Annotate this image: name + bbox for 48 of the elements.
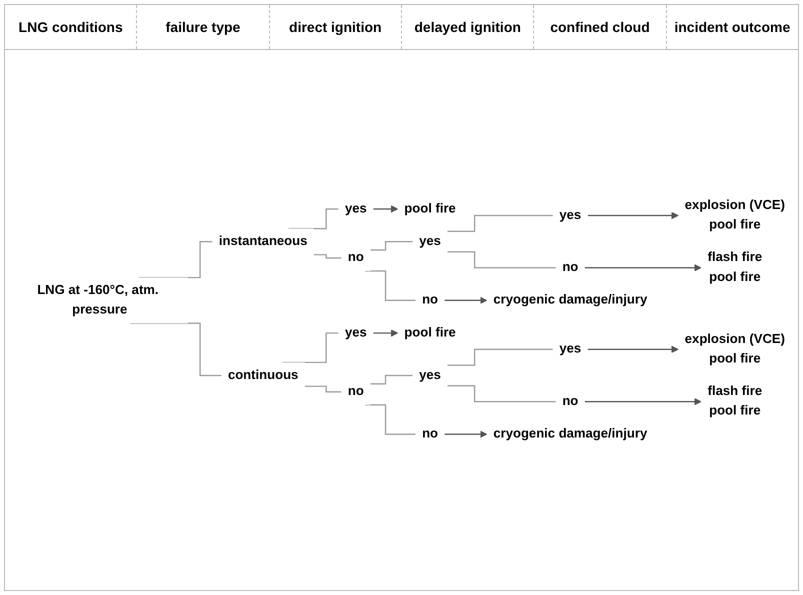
node-text: cryogenic damage/injury <box>493 426 648 441</box>
arrow <box>588 346 679 353</box>
node-text: pool fire <box>404 202 456 216</box>
arrow <box>373 205 398 213</box>
node-text: yes <box>344 326 367 340</box>
node-text: cryogenic damage/injury <box>493 293 648 307</box>
connector <box>130 322 222 376</box>
node-text: explosion (VCE) pool fire <box>684 198 785 232</box>
node-text: pool fire <box>404 326 456 340</box>
column-header: failure type <box>137 5 270 49</box>
connector <box>447 251 556 268</box>
node-text: flash fire pool fire <box>708 384 762 418</box>
connector <box>288 208 340 230</box>
node-text: no <box>562 394 578 408</box>
node-text: yes <box>344 202 367 216</box>
node-text: no <box>348 384 364 398</box>
node-text: yes <box>419 368 441 382</box>
connector <box>370 241 414 251</box>
connector <box>304 386 342 392</box>
column-header: direct ignition <box>270 5 402 49</box>
node-text: yes <box>559 208 582 222</box>
connector <box>370 374 414 384</box>
column-header: incident outcome <box>673 18 792 37</box>
column-header: LNG conditions <box>5 5 138 49</box>
node-text: no <box>348 250 364 264</box>
node-text: no <box>422 293 438 307</box>
connector <box>447 385 556 402</box>
arrow <box>584 264 702 272</box>
connector <box>364 270 416 302</box>
node-text: flash fire pool fire <box>708 250 762 284</box>
connector <box>447 348 554 366</box>
connector <box>314 254 342 259</box>
arrow <box>444 296 488 304</box>
connector <box>138 241 213 278</box>
column-header: delayed ignition <box>402 5 534 49</box>
node-text: no <box>562 260 578 274</box>
arrow <box>588 212 679 220</box>
node-text: no <box>422 426 438 441</box>
column-header: confined cloud <box>534 5 667 49</box>
node-text: yes <box>419 234 441 248</box>
arrow <box>584 398 702 406</box>
connector <box>447 214 554 232</box>
connector <box>282 332 340 364</box>
node-text: explosion (VCE) pool fire <box>684 332 785 366</box>
arrow <box>373 329 398 337</box>
arrow <box>444 430 488 438</box>
connector <box>364 404 416 435</box>
node-text: yes <box>559 342 582 356</box>
